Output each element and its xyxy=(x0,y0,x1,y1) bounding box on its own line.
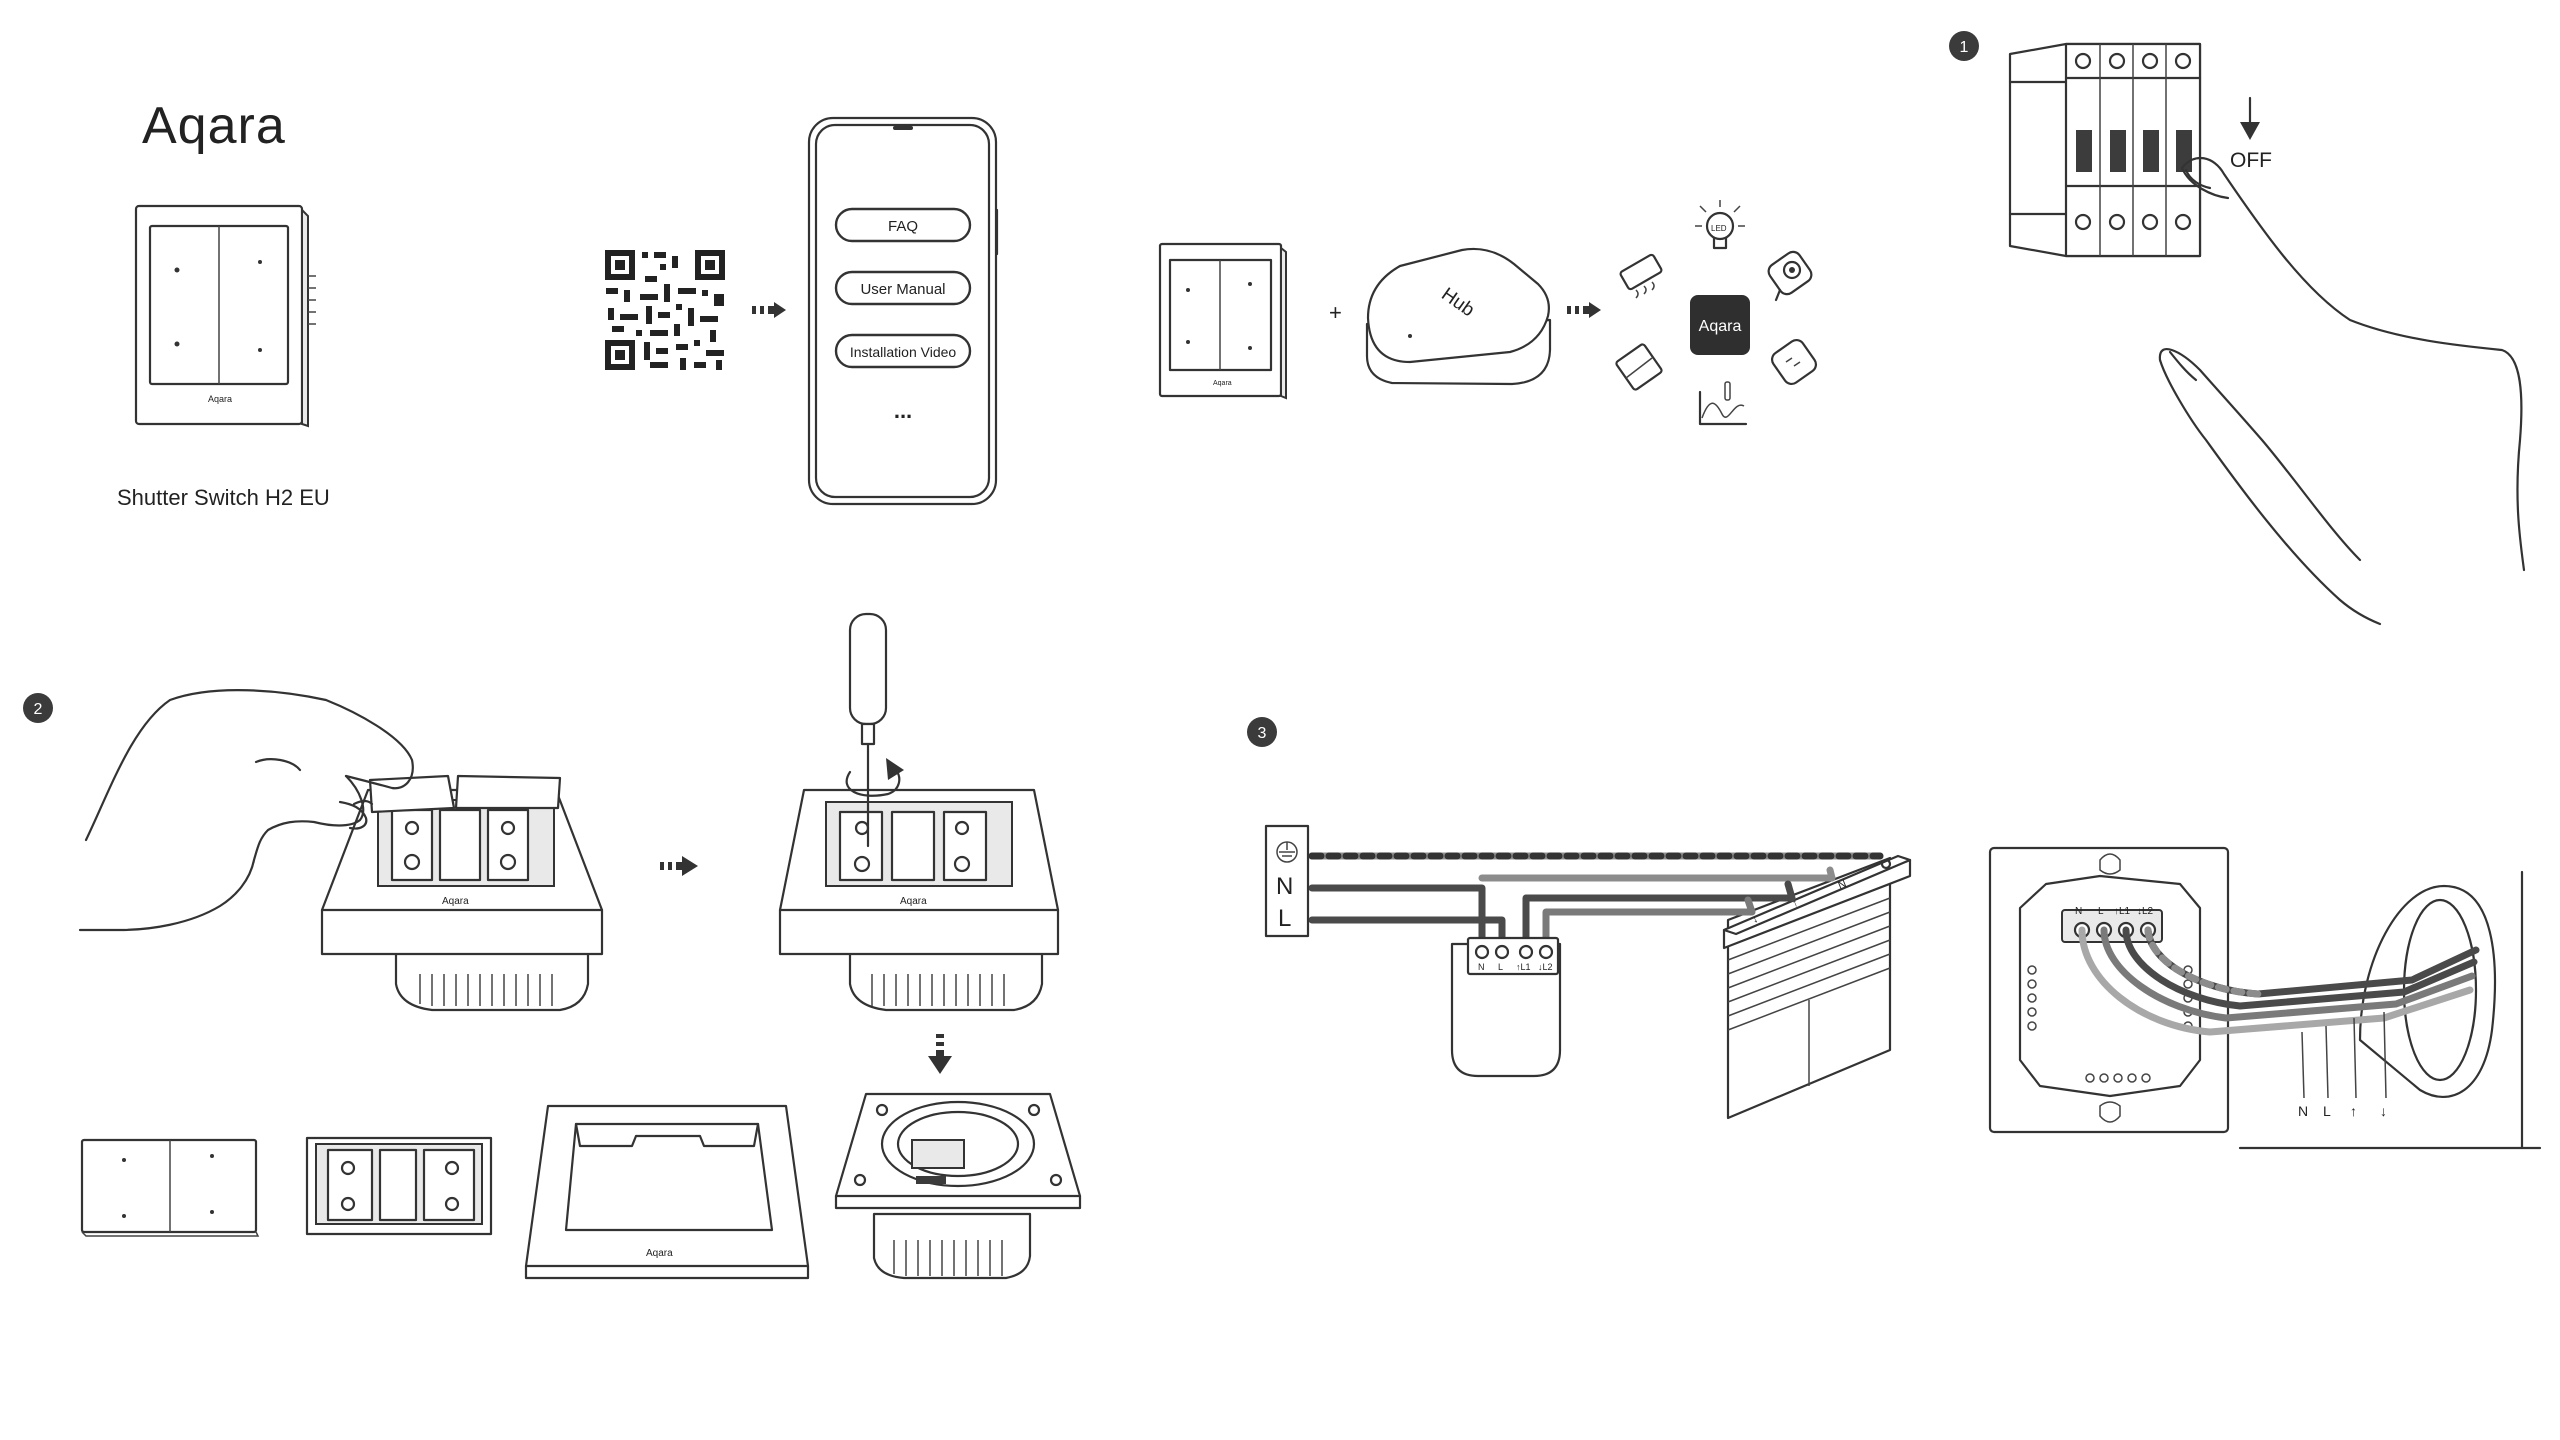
svg-text:L: L xyxy=(1498,962,1503,972)
light-bulb-icon: LED xyxy=(1695,200,1745,250)
svg-text:LED: LED xyxy=(1711,224,1727,233)
svg-text:↓: ↓ xyxy=(2380,1103,2387,1119)
step-badge-3: 3 xyxy=(1247,717,1277,747)
qr-code xyxy=(605,250,725,370)
product-name: Shutter Switch H2 EU xyxy=(117,485,330,510)
svg-text:FAQ: FAQ xyxy=(888,218,918,235)
wiring-diagram-right: N L ↑L1 ↓L2 N L ↑ ↓ xyxy=(1988,846,2542,1150)
ground-icon xyxy=(1276,841,1298,863)
brand-logo: Aqara xyxy=(142,97,286,155)
arrow-icon xyxy=(660,856,698,876)
svg-text:N: N xyxy=(1478,962,1485,972)
svg-text:↓L2: ↓L2 xyxy=(2137,906,2154,917)
hub-illustration: Hub xyxy=(1365,247,1552,386)
svg-text:1: 1 xyxy=(1960,39,1969,56)
wall-switch-icon xyxy=(1615,343,1663,391)
arrow-icon xyxy=(752,302,786,318)
breaker-off-label: OFF xyxy=(2230,149,2272,172)
svg-text:Installation Video: Installation Video xyxy=(850,344,957,360)
temperature-chart-icon xyxy=(1698,381,1748,426)
svg-text:↑L1: ↑L1 xyxy=(1516,962,1531,972)
down-arrow-icon xyxy=(928,1034,952,1074)
svg-text:Aqara: Aqara xyxy=(442,896,469,907)
wiring-diagram-left: N L N L ↑L1 ↓L2 N ↑ ↓ xyxy=(1264,824,1912,1120)
hand-illustration xyxy=(2158,157,2526,626)
svg-text:N: N xyxy=(2298,1103,2308,1119)
svg-text:↑: ↑ xyxy=(1790,897,1800,910)
switch-rear-illustration-left: Aqara xyxy=(320,774,604,1012)
svg-text:↑: ↑ xyxy=(2350,1103,2357,1119)
mounting-plate-part xyxy=(834,1092,1082,1280)
svg-text:L: L xyxy=(2098,906,2104,917)
frame-part: Aqara xyxy=(524,1104,810,1280)
svg-text:↓L2: ↓L2 xyxy=(1538,962,1553,972)
svg-text:N: N xyxy=(1276,873,1293,900)
switch-small-illustration: Aqara xyxy=(1158,242,1287,400)
phone-illustration xyxy=(807,116,999,506)
plus-sign: + xyxy=(1329,300,1342,325)
product-mini-logo: Aqara xyxy=(208,394,232,404)
curtain-sensor-icon xyxy=(1770,338,1818,386)
installation-video-button[interactable]: Installation Video xyxy=(834,333,972,369)
product-illustration: Aqara xyxy=(134,204,316,428)
svg-text:Aqara: Aqara xyxy=(1213,380,1232,387)
svg-text:Aqara: Aqara xyxy=(646,1248,673,1259)
camera-icon xyxy=(1767,250,1813,302)
user-manual-button[interactable]: User Manual xyxy=(834,270,972,306)
svg-text:Aqara: Aqara xyxy=(1699,318,1742,335)
switch-module-part xyxy=(305,1136,493,1236)
aqara-app-tile: Aqara xyxy=(1690,295,1750,355)
air-conditioner-icon xyxy=(1619,253,1663,299)
front-panel-part xyxy=(80,1138,260,1237)
step-badge-2: 2 xyxy=(23,693,53,723)
svg-text:User Manual: User Manual xyxy=(860,281,945,298)
arrow-icon xyxy=(1567,302,1601,318)
hand-pinch-illustration xyxy=(78,689,414,932)
faq-button[interactable]: FAQ xyxy=(834,207,972,243)
svg-text:3: 3 xyxy=(1258,725,1267,742)
svg-text:L: L xyxy=(2323,1103,2331,1119)
svg-text:L: L xyxy=(1278,905,1291,932)
svg-text:Aqara: Aqara xyxy=(900,896,927,907)
svg-text:N: N xyxy=(2075,906,2082,917)
step-badge-1: 1 xyxy=(1949,31,1979,61)
down-arrow-icon xyxy=(2240,96,2260,140)
circuit-breaker-illustration xyxy=(2008,42,2202,258)
svg-text:N: N xyxy=(1836,878,1848,892)
switch-rear-illustration-right: Aqara xyxy=(778,788,1060,1012)
svg-text:↓: ↓ xyxy=(1750,913,1760,926)
more-indicator: ... xyxy=(894,398,912,423)
svg-text:2: 2 xyxy=(34,701,43,718)
svg-text:↑L1: ↑L1 xyxy=(2114,906,2131,917)
screwdriver-icon xyxy=(845,612,904,848)
